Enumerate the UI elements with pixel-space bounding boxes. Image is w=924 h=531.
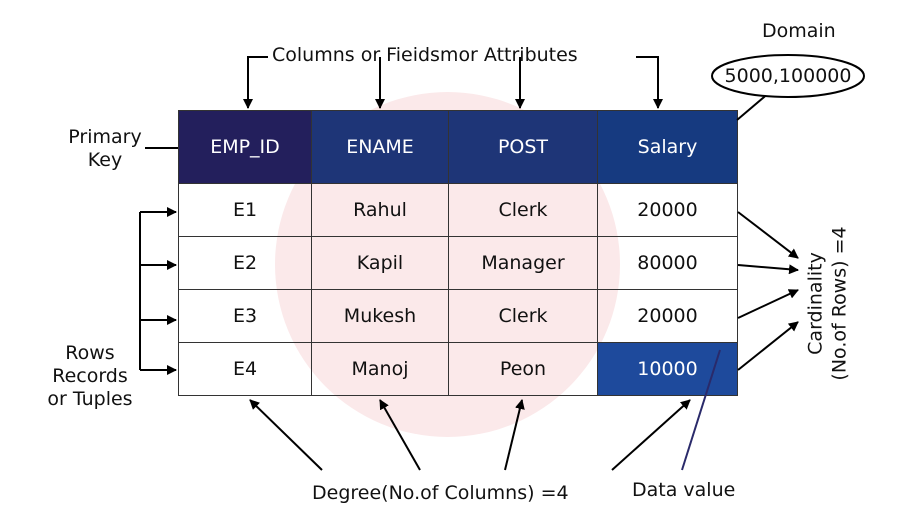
- header-post: POST: [448, 110, 598, 184]
- rows-label-line1: Rows: [65, 342, 115, 364]
- cell: Rahul: [311, 183, 449, 237]
- rows-label-line2: Records: [52, 365, 128, 387]
- header-row: EMP_ID ENAME POST Salary: [178, 110, 738, 184]
- domain-label: Domain: [762, 20, 836, 42]
- data-value-label: Data value: [632, 479, 736, 501]
- header-ename: ENAME: [311, 110, 449, 184]
- employee-table: EMP_ID ENAME POST Salary E1 Rahul Clerk …: [178, 110, 738, 396]
- cell: Manager: [448, 236, 598, 290]
- domain-value: 5000,100000: [724, 65, 852, 87]
- header-emp-id: EMP_ID: [178, 110, 312, 184]
- cell: 20000: [597, 289, 738, 343]
- cell: Mukesh: [311, 289, 449, 343]
- cell: E2: [178, 236, 312, 290]
- cell: 20000: [597, 183, 738, 237]
- cell: Clerk: [448, 183, 598, 237]
- cell: 80000: [597, 236, 738, 290]
- table-row: E2 Kapil Manager 80000: [178, 236, 738, 290]
- table-row: E3 Mukesh Clerk 20000: [178, 289, 738, 343]
- cardinality-label-line1: Cardinality: [804, 252, 827, 355]
- cardinality-label-line2: (No.of Rows) =4: [828, 226, 851, 381]
- degree-label: Degree(No.of Columns) =4: [312, 482, 569, 504]
- columns-attributes-label: Columns or Fieidsmor Attributes: [272, 44, 578, 66]
- cell: E4: [178, 342, 312, 396]
- cell: Manoj: [311, 342, 449, 396]
- cell: E1: [178, 183, 312, 237]
- cell: Kapil: [311, 236, 449, 290]
- cell: Clerk: [448, 289, 598, 343]
- header-salary: Salary: [597, 110, 738, 184]
- table-row: E1 Rahul Clerk 20000: [178, 183, 738, 237]
- rows-label-line3: or Tuples: [47, 388, 133, 410]
- primary-key-label-line2: Key: [87, 149, 123, 171]
- primary-key-label-line1: Primary: [68, 126, 142, 148]
- domain-ellipse: [711, 54, 865, 98]
